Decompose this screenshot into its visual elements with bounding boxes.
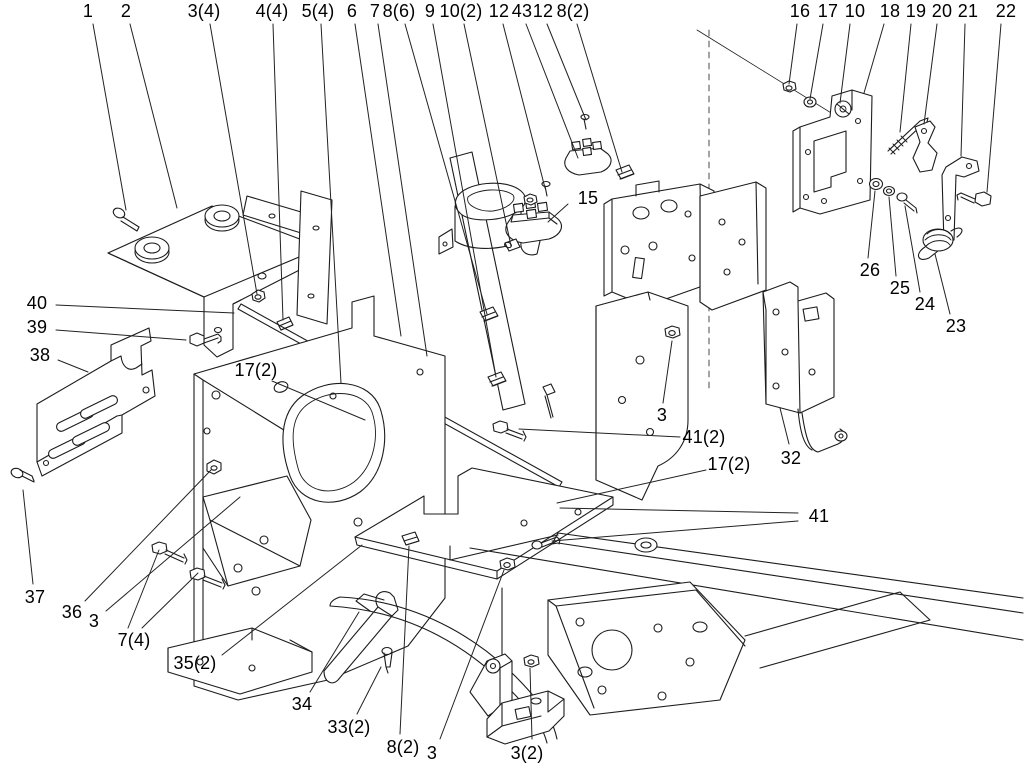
part-39-bolt (189, 332, 222, 347)
leader-line (209, 23, 258, 295)
leader-line (662, 340, 673, 404)
leader-line (576, 23, 623, 173)
leader-line (127, 549, 160, 629)
leader-line (556, 469, 707, 504)
leader-line (899, 23, 912, 133)
part-20-lever (912, 120, 938, 173)
leader-line (502, 23, 546, 189)
frame-fasteners (499, 536, 658, 668)
leader-line (923, 23, 938, 125)
part-24-bolt (896, 192, 918, 214)
part-34-lever-tube (323, 591, 399, 684)
leader-line (404, 23, 488, 315)
leader-line (551, 520, 799, 542)
leader-line (867, 190, 876, 259)
leader-line (92, 23, 127, 211)
leader-line (546, 23, 587, 121)
part-8-clips-mid (479, 306, 507, 387)
part-26-washer (868, 177, 884, 191)
part-3-nut (251, 289, 266, 303)
leader-line (399, 545, 410, 735)
leader-line (356, 666, 382, 715)
leader-line (57, 359, 89, 373)
part-2-side-plates (242, 190, 333, 325)
leader-line (432, 23, 497, 378)
part-43-switch (564, 137, 612, 176)
diagram-artwork (10, 29, 1024, 745)
leader-line (863, 23, 885, 94)
leader-line (271, 380, 366, 421)
part-21-lever-strap (941, 156, 980, 245)
leader-line (960, 23, 966, 157)
frame-left-runner (167, 627, 313, 695)
leader-line (986, 23, 1002, 193)
part-18-bracket-plate (792, 89, 873, 215)
console-lower-panel (595, 291, 689, 501)
part-25-washer (882, 185, 896, 197)
leader-line (529, 667, 533, 740)
leader-line (309, 611, 360, 693)
part-38-heat-shield (36, 327, 156, 477)
console-support-channel (449, 151, 526, 411)
leader-line (141, 572, 199, 629)
part-41-bolt (492, 420, 527, 442)
leader-line (221, 544, 363, 656)
frame-lower-bracket (202, 475, 312, 587)
leader-line (934, 253, 951, 315)
leader-lines (22, 23, 1002, 740)
harness-bracket (469, 653, 513, 717)
leader-line (55, 304, 235, 314)
part-switch-cover (438, 182, 527, 255)
leader-line (272, 23, 284, 321)
part-3-nut-mid (664, 325, 681, 339)
leader-line (439, 569, 505, 740)
leader-line (320, 23, 342, 384)
leader-line (129, 23, 178, 209)
seat-base-plate (547, 581, 746, 716)
part-35-shift-plate (354, 467, 614, 580)
leader-line (788, 23, 798, 85)
leader-line (354, 23, 402, 337)
leader-line (547, 203, 569, 223)
leader-line (839, 23, 851, 104)
leader-line (904, 205, 921, 293)
leader-line (809, 23, 824, 100)
leader-line (84, 469, 212, 602)
leader-line (559, 507, 799, 514)
leader-line (888, 196, 897, 277)
part-32-support-bracket (762, 281, 848, 453)
part-22-bolt (956, 191, 992, 207)
frame-rails (449, 532, 1024, 681)
leader-line (779, 407, 790, 445)
dash-support-bracket (603, 180, 715, 307)
part-8-clip-bottom (401, 531, 420, 546)
part-10-nut (523, 193, 538, 206)
leader-line (55, 329, 187, 341)
console-rear-plate (699, 181, 767, 311)
part-37-bolt (10, 467, 35, 483)
leader-line (22, 489, 34, 585)
part-2-fuel-tank-bracket (107, 204, 322, 358)
part-23-spring (917, 227, 963, 260)
leader-line (463, 23, 512, 247)
leader-line (525, 23, 579, 159)
part-10-pin (504, 238, 521, 252)
leader-line (105, 496, 241, 612)
part-1-bolt (112, 207, 140, 232)
leader-line (518, 428, 681, 438)
part-41-pin (542, 383, 556, 419)
part-33-bolt (381, 646, 393, 674)
wiring-connector (486, 690, 565, 745)
leader-line (377, 23, 428, 357)
part-8-clip-top (615, 164, 635, 180)
